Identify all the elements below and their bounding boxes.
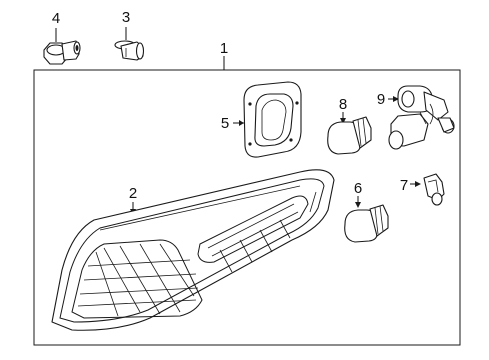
callout-6: 6 — [354, 180, 362, 197]
push-clip-icon — [114, 27, 145, 61]
callout-4: 4 — [52, 10, 60, 27]
callout-7: 7 — [400, 177, 408, 194]
callout-5: 5 — [221, 115, 229, 132]
bulb-8-icon — [327, 112, 372, 155]
callout-1: 1 — [220, 40, 228, 57]
socket-harness-icon — [388, 85, 455, 150]
callout-9: 9 — [377, 91, 385, 108]
wedge-bulb-icon — [410, 173, 445, 206]
bulb-6-icon — [344, 196, 389, 243]
assembly-frame — [33, 56, 461, 346]
tail-lamp-lens-housing-icon — [51, 169, 335, 331]
grommet-nut-icon — [43, 28, 81, 65]
callout-8: 8 — [339, 96, 347, 113]
callout-labels: 1 2 3 4 5 6 7 8 9 — [52, 9, 408, 202]
callout-3: 3 — [122, 9, 130, 26]
callout-2: 2 — [129, 185, 137, 202]
gasket-icon — [233, 81, 302, 158]
